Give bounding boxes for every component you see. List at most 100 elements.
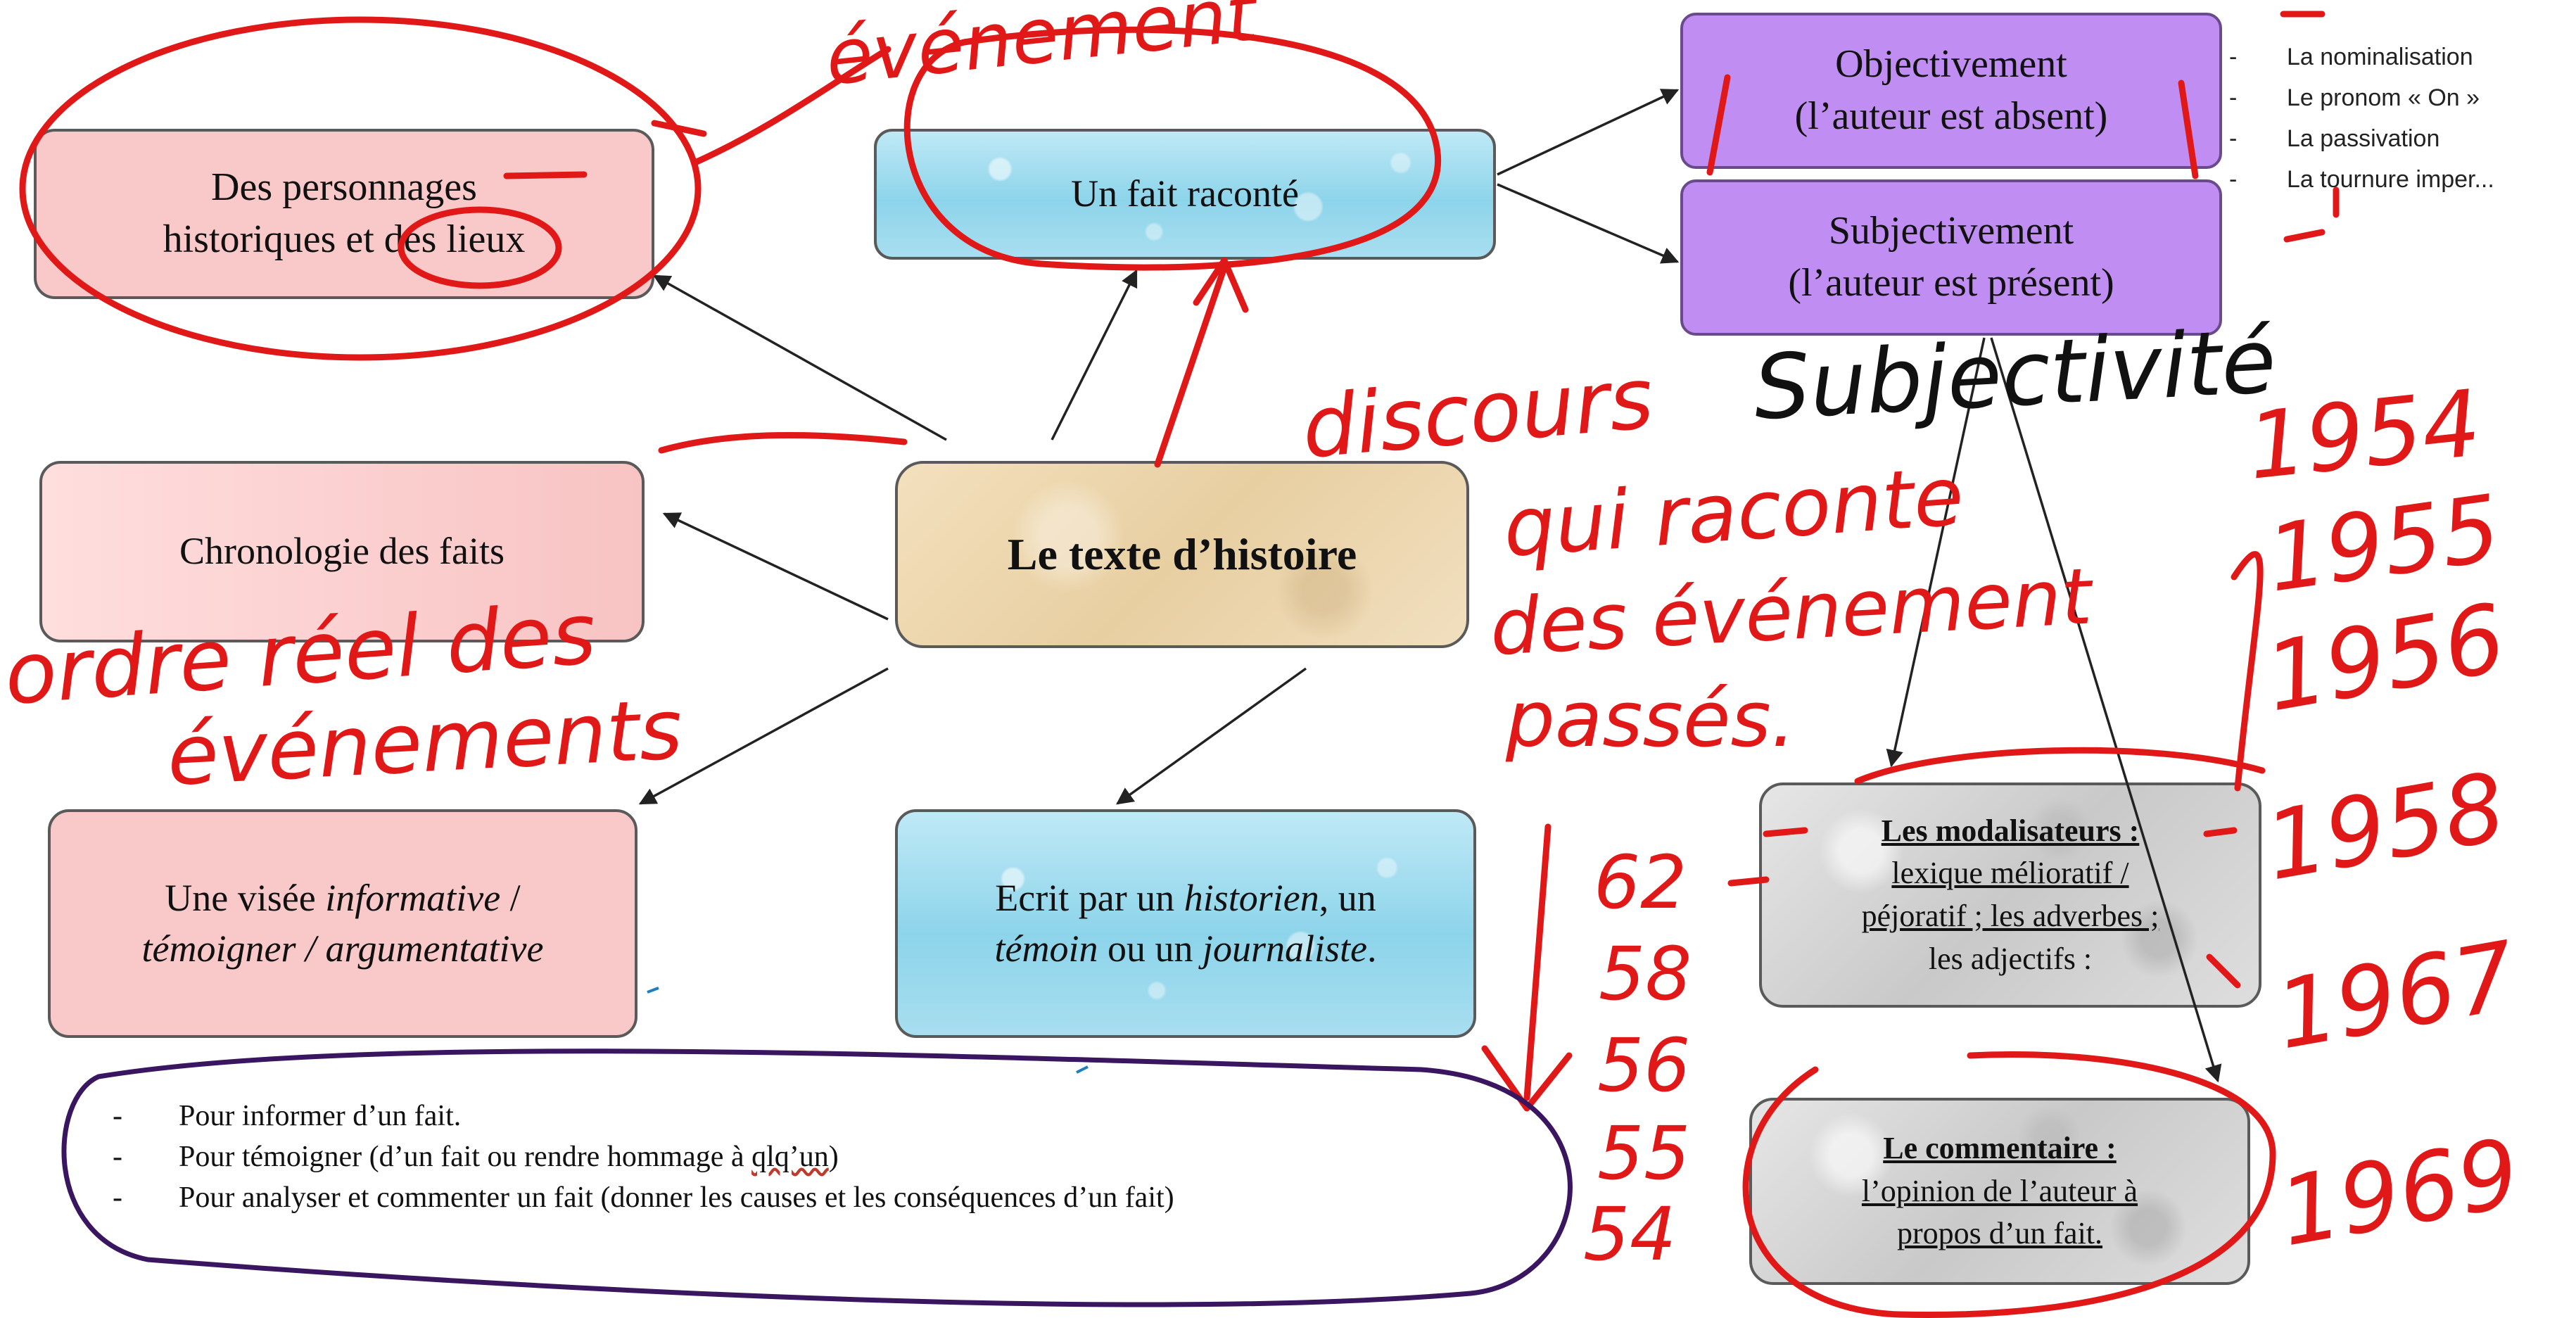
purple-circle-purposes	[61, 1048, 1573, 1307]
box-modalisateurs: Les modalisateurs : lexique mélioratif /…	[1759, 782, 2261, 1008]
commentaire-line-1: l’opinion de l’auteur à	[1861, 1173, 2138, 1208]
box-personnages: Des personnages historiques et des lieux	[34, 129, 654, 299]
objectivement-sub: (l’auteur est absent)	[1794, 94, 2108, 138]
hw-discours: discours	[1298, 350, 1657, 478]
hw-subjectivite: Subjectivité	[1751, 309, 2278, 440]
list-item: - Pour analyser et commenter un fait (don…	[113, 1181, 1174, 1222]
arrow-to-personnages	[652, 274, 947, 441]
list-dash: -	[2229, 166, 2238, 193]
bracket-years	[2206, 551, 2264, 989]
commentaire-title: Le commentaire :	[1883, 1130, 2117, 1165]
arrow-down-years	[1481, 823, 1573, 1112]
hw-year-right-5: 1967	[2268, 921, 2523, 1071]
brackets-objectivement	[1706, 74, 2199, 179]
arrow-up-fait	[1154, 257, 1249, 468]
visee-temoigner: témoigner / argumentative	[141, 927, 544, 970]
arrow-to-chronologie	[662, 512, 889, 621]
handwritten-text: événement discours qui raconte des événe…	[1, 0, 2527, 1277]
arrow-to-commentaire	[1990, 337, 2222, 1083]
circle-commentaire	[1742, 1051, 2276, 1318]
list-item: - La tournure imper...	[2229, 166, 2494, 207]
list-dash: -	[113, 1181, 122, 1214]
ecrit-period: .	[1367, 927, 1377, 970]
list-item: - Le pronom « On »	[2229, 84, 2494, 125]
center-title: Le texte d’histoire	[1007, 528, 1357, 579]
subjectivement-sub: (l’auteur est présent)	[1788, 261, 2114, 305]
objective-markers-list: - La nominalisation - Le pronom « On » - La…	[2229, 44, 2494, 207]
box-objectivement: Objectivement (l’auteur est absent)	[1680, 13, 2222, 169]
box-visee: Une visée informative / témoigner / argu…	[48, 809, 637, 1038]
stroke-left-center	[658, 431, 908, 454]
purpose-2: Pour témoigner (d’un fait ou rendre homm…	[179, 1140, 839, 1181]
arrow-to-visee	[638, 667, 889, 805]
list-dash: -	[113, 1100, 122, 1132]
arrow-to-ecrit	[1116, 667, 1307, 805]
personnages-line-2: historiques et des lieux	[163, 217, 526, 261]
list-dash: -	[2229, 84, 2238, 111]
box-fait-raconte: Un fait raconté	[874, 129, 1496, 260]
visee-line-1: Une visée informative /	[142, 873, 544, 923]
box-chronologie: Chronologie des faits	[39, 461, 645, 642]
modalisateurs-title: Les modalisateurs :	[1881, 813, 2140, 848]
arrow-to-subjectivement	[1497, 183, 1680, 264]
purpose-2-close: )	[828, 1141, 839, 1173]
personnages-line-1: Des personnages	[211, 165, 477, 210]
list-item: - Pour témoigner (d’un fait ou rendre hom…	[113, 1140, 1174, 1181]
visee-informative: informative	[325, 877, 501, 920]
list-dash: -	[113, 1141, 122, 1173]
hw-year-left-3: 56	[1597, 1022, 1690, 1108]
arrow-to-objectivement	[1497, 89, 1680, 176]
visee-text-1: Une visée	[165, 877, 326, 920]
arrow-to-modalisateurs	[1886, 337, 1986, 768]
list-item: - La nominalisation	[2229, 44, 2494, 84]
marks-modalisateurs	[1727, 827, 2238, 887]
purpose-2-qlq: qlq’un	[751, 1141, 829, 1173]
hw-year-left-2: 58	[1599, 931, 1692, 1017]
modalisateurs-line-2: péjoratif ; les adverbes ;	[1861, 899, 2159, 933]
marker-4: La tournure imper...	[2287, 166, 2494, 193]
subjectivement-title: Subjectivement	[1828, 209, 2074, 253]
box-ecrit-par: Ecrit par un historien, un témoin ou un …	[895, 809, 1476, 1038]
box-commentaire: Le commentaire : l’opinion de l’auteur à…	[1749, 1098, 2250, 1285]
hw-year-right-6: 1969	[2271, 1118, 2527, 1268]
list-item: - Pour informer d’un fait.	[113, 1099, 1174, 1140]
hw-year-right-4: 1958	[2257, 752, 2513, 902]
list-item: - La passivation	[2229, 125, 2494, 166]
ecrit-text-1: Ecrit par un	[995, 877, 1184, 920]
marker-2: Le pronom « On »	[2287, 84, 2480, 111]
circle-des-lieux	[398, 206, 562, 289]
ecrit-historien: historien	[1184, 877, 1319, 920]
red-annotations	[19, 11, 2340, 1318]
hw-year-left-4: 55	[1597, 1110, 1690, 1196]
connector-arrows	[638, 89, 2222, 1083]
blue-ticks	[647, 987, 1089, 1074]
modalisateurs-line-3: les adjectifs :	[1928, 941, 2093, 976]
commentaire-line-2: propos d’un fait.	[1896, 1216, 2103, 1251]
marker-1: La nominalisation	[2287, 44, 2473, 70]
ecrit-text-3: , un	[1319, 877, 1376, 920]
visee-line-2: témoigner / argumentative	[142, 924, 544, 974]
fait-label: Un fait raconté	[1071, 172, 1299, 215]
underline-modalisateurs	[1854, 747, 2266, 785]
purpose-1: Pour informer d’un fait.	[179, 1100, 462, 1132]
hw-qui-raconte: qui raconte	[1501, 450, 1967, 576]
hw-passes: passés.	[1505, 674, 1796, 764]
ecrit-journaliste: journaliste	[1202, 927, 1367, 970]
list-dash: -	[2229, 44, 2238, 70]
circle-fait-raconte	[903, 26, 1441, 271]
modalisateurs-line-1: lexique mélioratif /	[1891, 856, 2129, 891]
purpose-2-text: Pour témoigner (d’un fait ou rendre homm…	[179, 1141, 752, 1173]
circle-personnages	[19, 16, 702, 361]
arrow-to-fait	[1051, 269, 1138, 441]
marker-3: La passivation	[2287, 125, 2440, 152]
visee-text-3: /	[500, 877, 521, 920]
ecrit-line-1: Ecrit par un historien, un	[995, 873, 1377, 923]
box-subjectivement: Subjectivement (l’auteur est présent)	[1680, 179, 2222, 336]
hw-year-left-5: 54	[1583, 1191, 1676, 1277]
purpose-3: Pour analyser et commenter un fait (donn…	[179, 1181, 1174, 1214]
ecrit-temoin: témoin	[994, 927, 1098, 970]
purposes-list: - Pour informer d’un fait. - Pour témoigne…	[113, 1099, 1174, 1222]
list-dash: -	[2229, 125, 2238, 152]
scribble-personnages	[503, 46, 892, 179]
